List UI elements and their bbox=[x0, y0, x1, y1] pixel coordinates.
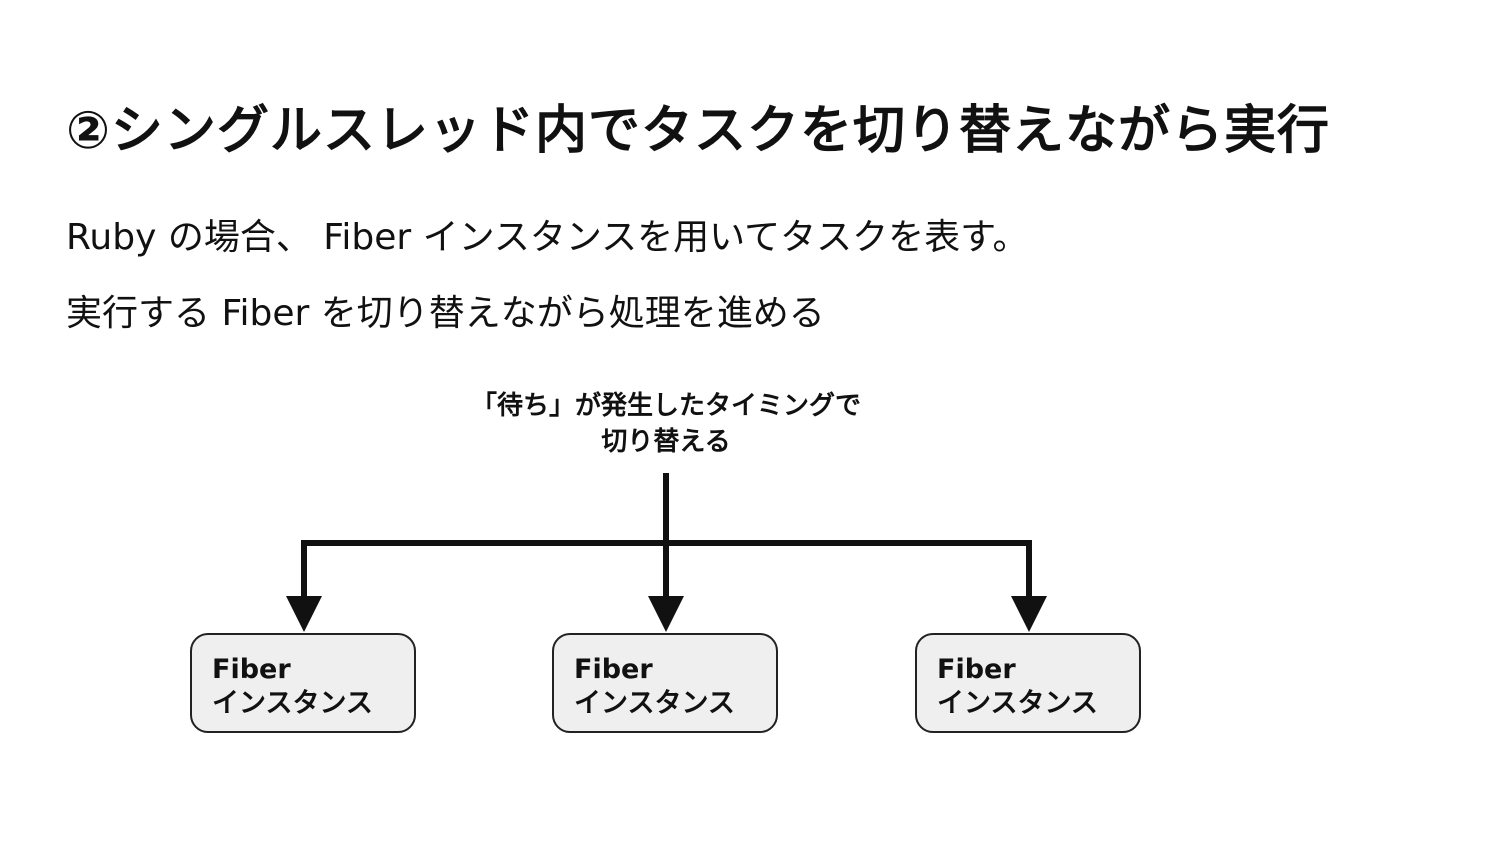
fiber-instance-box-2: Fiber インスタンス bbox=[552, 633, 778, 733]
diagram-caption: 「待ち」が発生したタイミングで 切り替える bbox=[416, 388, 916, 460]
caption-line-2: 切り替える bbox=[601, 427, 731, 457]
fiber-box-label-line1: Fiber bbox=[212, 654, 291, 685]
fiber-instance-box-3: Fiber インスタンス bbox=[915, 633, 1141, 733]
body-text-line-2: 実行する Fiber を切り替えながら処理を進める bbox=[66, 293, 825, 334]
fiber-box-label-line1: Fiber bbox=[937, 654, 1016, 685]
body-text-line-1: Ruby の場合、 Fiber インスタンスを用いてタスクを表す。 bbox=[66, 217, 1029, 258]
fiber-instance-box-1: Fiber インスタンス bbox=[190, 633, 416, 733]
fiber-box-label-line2: インスタンス bbox=[937, 688, 1098, 719]
fiber-box-label-line2: インスタンス bbox=[212, 688, 373, 719]
fiber-box-label-line1: Fiber bbox=[574, 654, 653, 685]
fiber-box-label-line2: インスタンス bbox=[574, 688, 735, 719]
slide-title: ②シングルスレッド内でタスクを切り替えながら実行 bbox=[66, 101, 1331, 161]
caption-line-1: 「待ち」が発生したタイミングで bbox=[470, 391, 861, 421]
